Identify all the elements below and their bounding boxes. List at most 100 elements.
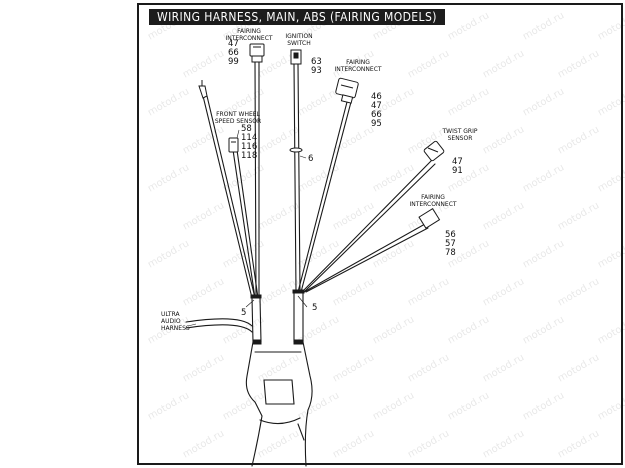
callout-number: 93 <box>311 66 322 76</box>
watermark-text: motod.ru <box>481 276 526 308</box>
watermark-text: motod.ru <box>596 162 625 194</box>
watermark-text: motod.ru <box>146 162 191 194</box>
fairing-top-label-line: FAIRING <box>237 28 261 35</box>
wire-left-outer <box>202 95 253 299</box>
audio-label-line: HARNESS <box>161 325 190 332</box>
watermark-text: motod.ru <box>446 390 491 422</box>
watermark-text: motod.ru <box>596 390 625 422</box>
watermark-text: motod.ru <box>521 86 566 118</box>
watermark-text: motod.ru <box>406 48 451 80</box>
callout-number: 47 <box>228 39 239 49</box>
fairing-low-connector-icon <box>418 207 441 229</box>
watermark-text: motod.ru <box>181 200 226 232</box>
harness-body-right <box>302 341 313 467</box>
watermark-text: motod.ru <box>296 86 341 118</box>
leader-tie-left <box>245 299 255 308</box>
watermark-text: motod.ru <box>596 86 625 118</box>
watermark-text: motod.ru <box>146 390 191 422</box>
watermark-text: motod.ru <box>406 352 451 384</box>
wire-fairing-right-b <box>300 101 352 293</box>
wire-twist-grip-b <box>303 163 436 293</box>
watermark-text: motod.ru <box>181 352 226 384</box>
watermark-text: motod.ru <box>521 314 566 346</box>
callout-number: 66 <box>228 48 239 58</box>
fairing-right-connector-icon <box>335 77 359 104</box>
watermark-text: motod.ru <box>481 124 526 156</box>
body-tie-right-icon <box>293 339 304 345</box>
clip-6-icon <box>289 147 303 153</box>
watermark-text: motod.ru <box>521 10 566 42</box>
tie-right-icon <box>292 289 305 294</box>
wire-left-outer-b <box>206 95 256 299</box>
watermark-text: motod.ru <box>521 390 566 422</box>
fairing-top-connector-icon <box>249 43 265 63</box>
watermark-text: motod.ru <box>406 428 451 460</box>
harness-body-branch <box>297 423 305 441</box>
twist-grip-connector-icon <box>423 140 445 162</box>
watermark-text: motod.ru <box>256 200 301 232</box>
watermark-text: motod.ru <box>446 10 491 42</box>
callout-number: 118 <box>241 151 257 161</box>
trunk-left-b <box>259 297 262 343</box>
harness-plate <box>263 379 295 405</box>
callout-number: 95 <box>371 119 382 129</box>
watermark-text: motod.ru <box>146 10 191 42</box>
tie-left-number: 5 <box>241 308 246 318</box>
watermark-text: motod.ru <box>446 86 491 118</box>
callout-number: 66 <box>371 110 382 120</box>
callout-number: 57 <box>445 239 456 249</box>
watermark-text: motod.ru <box>481 48 526 80</box>
watermark-text: motod.ru <box>331 352 376 384</box>
watermark-text: motod.ru <box>371 314 416 346</box>
fairing-right-label-line: INTERCONNECT <box>334 66 381 73</box>
fairing-low-label-line: FAIRING <box>421 194 445 201</box>
watermark-text: motod.ru <box>521 162 566 194</box>
wire-fairing-right <box>297 101 348 293</box>
harness-wires <box>185 61 436 467</box>
fairing-top-label-line: INTERCONNECT <box>225 35 272 42</box>
watermark-text: motod.ru <box>181 48 226 80</box>
callout-number: 114 <box>241 133 257 143</box>
diagram-frame <box>137 3 623 465</box>
watermark-text: motod.ru <box>181 428 226 460</box>
watermark-layer: motod.ru motod.ru motod.ru motod.ru motod.ru… <box>146 10 625 460</box>
wire-ignition-b <box>297 63 301 293</box>
watermark-text: motod.ru <box>481 428 526 460</box>
watermark-text: motod.ru <box>556 352 601 384</box>
tie-right-number: 5 <box>312 303 317 313</box>
clip-number: 6 <box>308 154 313 164</box>
trunk-left <box>251 297 254 343</box>
body-tie-left-icon <box>252 339 262 345</box>
leader-clip <box>299 155 307 159</box>
callout-number: 47 <box>371 101 382 111</box>
fairing-right-label-line: FAIRING <box>346 59 370 66</box>
wire-ignition <box>293 63 297 293</box>
leader-tie-right <box>297 295 308 308</box>
callout-number: 116 <box>241 142 257 152</box>
watermark-text: motod.ru <box>146 86 191 118</box>
watermark-text: motod.ru <box>596 238 625 270</box>
callout-number: 56 <box>445 230 456 240</box>
callout-number: 63 <box>311 57 322 67</box>
watermark-text: motod.ru <box>596 10 625 42</box>
callout-number: 91 <box>452 166 463 176</box>
audio-label-line: AUDIO <box>161 318 181 325</box>
ignition-label-line: SWITCH <box>287 40 311 47</box>
watermark-text: motod.ru <box>146 238 191 270</box>
watermark-text: motod.ru <box>221 390 266 422</box>
watermark-text: motod.ru <box>181 276 226 308</box>
wire-fairing-low <box>303 223 426 293</box>
